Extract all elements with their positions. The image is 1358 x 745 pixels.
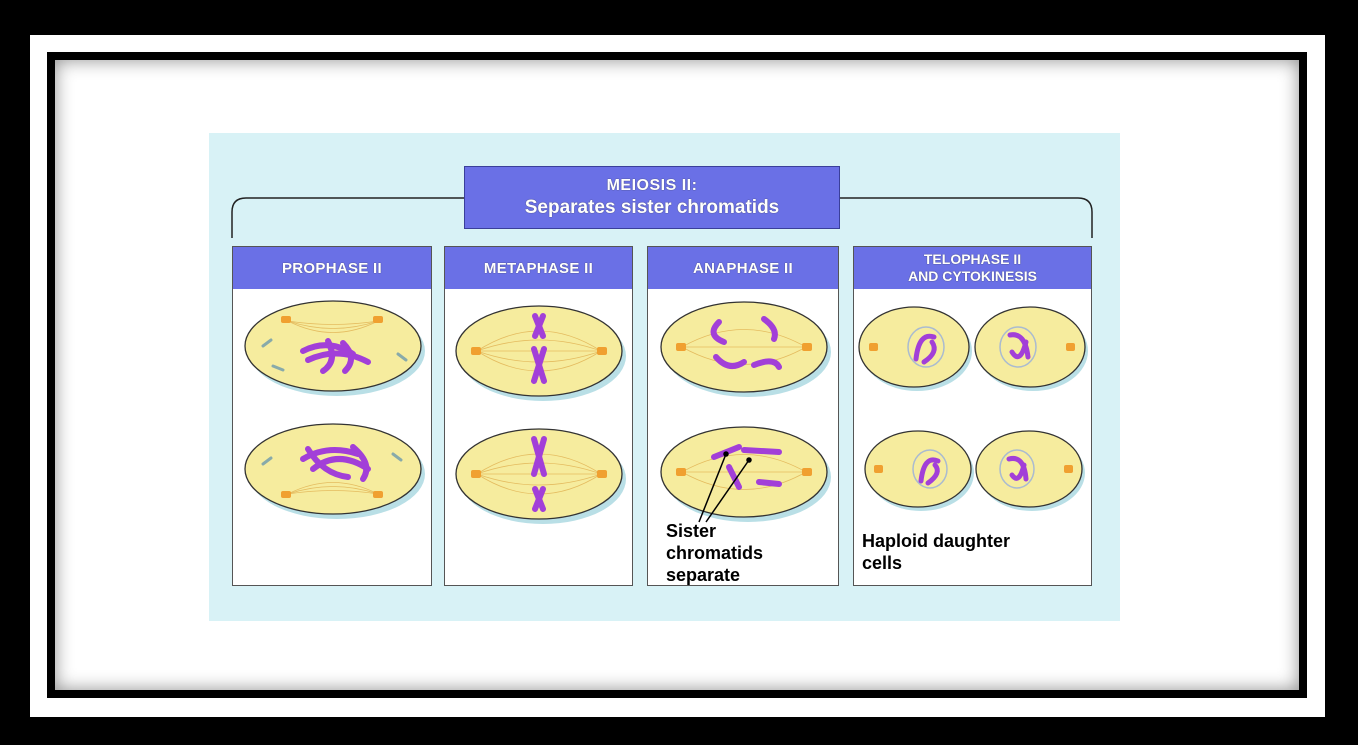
anaphase-caption: Sister chromatids separate [666,520,763,586]
stage-heading: METAPHASE II [445,247,632,289]
stage-heading: TELOPHASE II AND CYTOKINESIS [854,247,1091,289]
prophase-cells [233,289,433,585]
caption-line: cells [862,552,1010,574]
stage-heading-line-2: AND CYTOKINESIS [908,268,1037,285]
stage-telophase-ii: TELOPHASE II AND CYTOKINESIS [853,246,1092,586]
cell-illustration [245,301,425,396]
cell-illustration [456,429,626,524]
cell-illustration [859,307,972,391]
caption-line: chromatids [666,542,763,564]
caption-line: Haploid daughter [862,530,1010,552]
stage-heading: PROPHASE II [233,247,431,289]
caption-line: separate [666,564,763,586]
telophase-caption: Haploid daughter cells [862,530,1010,574]
cell-illustration [976,431,1085,511]
stage-metaphase-ii: METAPHASE II [444,246,633,586]
cell-illustration [661,427,831,522]
metaphase-cells [445,289,634,585]
cell-illustration [865,431,974,511]
stage-heading-line-1: TELOPHASE II [924,251,1021,268]
cell-illustration [456,306,626,401]
title-line-1: MEIOSIS II: [607,176,698,196]
stage-anaphase-ii: ANAPHASE II [647,246,839,586]
cell-illustration [245,424,425,519]
diagram-title: MEIOSIS II: Separates sister chromatids [464,166,840,229]
cell-illustration [975,307,1088,391]
caption-line: Sister [666,520,763,542]
stage-prophase-ii: PROPHASE II [232,246,432,586]
title-line-2: Separates sister chromatids [525,196,780,220]
cell-illustration [661,302,831,397]
stage-heading: ANAPHASE II [648,247,838,289]
